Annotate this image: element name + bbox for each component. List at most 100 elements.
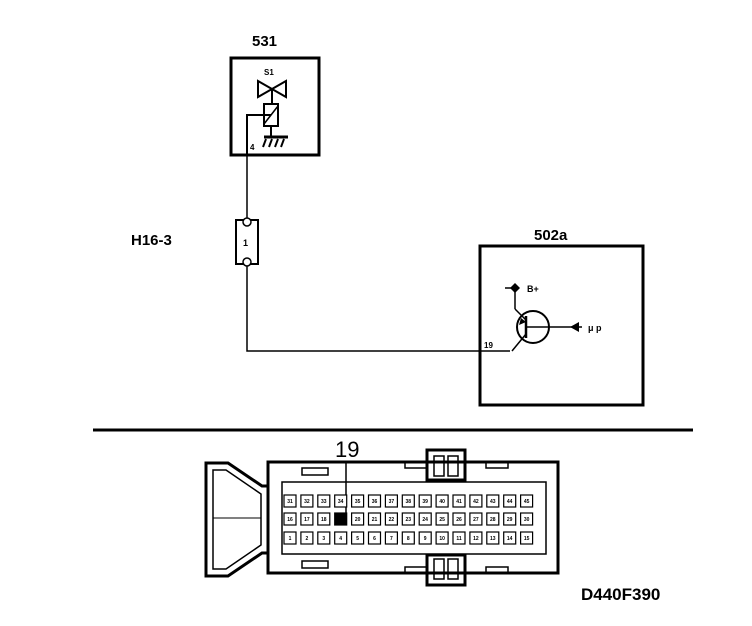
pin-label: 3	[322, 536, 325, 542]
pin-cavity-27: 27	[469, 512, 483, 526]
pin-cavity-8: 8	[401, 531, 415, 545]
pin-label: 27	[473, 517, 479, 523]
pin-label: 40	[439, 499, 445, 505]
input-mu-p-label: μ p	[588, 323, 602, 333]
pin-cavity-25: 25	[435, 512, 449, 526]
pin-cavity-24: 24	[418, 512, 432, 526]
pin-label: 18	[321, 517, 327, 523]
pin-label: 39	[422, 499, 428, 505]
pin-cavity-26: 26	[452, 512, 466, 526]
pin-cavity-10: 10	[435, 531, 449, 545]
pin-cavity-20: 20	[351, 512, 365, 526]
pin-cavity-18: 18	[317, 512, 331, 526]
connector-h16-3-pin-label: 1	[243, 238, 248, 248]
pin-label: 5	[356, 536, 359, 542]
component-502a-label: 502a	[534, 227, 568, 244]
switch-s1-label: S1	[264, 68, 274, 77]
pin-label: 31	[287, 499, 293, 505]
pin-label: 24	[422, 517, 428, 523]
component-531: 531 S1 4	[229, 33, 321, 157]
pin-label: 23	[406, 517, 412, 523]
internal-wire	[246, 114, 271, 156]
housing-key	[301, 467, 329, 476]
valve-icon	[257, 79, 287, 104]
pin-label: 17	[304, 517, 310, 523]
pin-label: 20	[355, 517, 361, 523]
pin-label: 1	[289, 536, 292, 542]
pin-label: 26	[456, 517, 462, 523]
pin-cavity-35: 35	[351, 494, 365, 508]
figure-code: D440F390	[581, 585, 660, 604]
pin-cavity-11: 11	[452, 531, 466, 545]
component-502a-pin-label: 19	[484, 341, 493, 350]
pin-cavity-17: 17	[300, 512, 314, 526]
pin-label: 29	[507, 517, 513, 523]
pin-cavity-1: 1	[283, 531, 297, 545]
pin-cavity-22: 22	[384, 512, 398, 526]
pin-label: 44	[507, 499, 513, 505]
wire-h16-to-502a	[246, 266, 510, 352]
pin-cavity-2: 2	[300, 531, 314, 545]
pin-cavity-42: 42	[469, 494, 483, 508]
connector-clip-top	[425, 448, 467, 482]
connector-clip-bottom	[425, 553, 467, 587]
pin-cavity-29: 29	[503, 512, 517, 526]
pin-cavity-14: 14	[503, 531, 517, 545]
pin-cavity-32: 32	[300, 494, 314, 508]
pin-label: 33	[321, 499, 327, 505]
pin-label: 35	[355, 499, 361, 505]
pin-label: 4	[339, 536, 342, 542]
pin-label: 22	[389, 517, 395, 523]
pin-cavity-37: 37	[384, 494, 398, 508]
pin-label: 38	[406, 499, 412, 505]
pin-label: 34	[338, 499, 344, 505]
pin-cavity-39: 39	[418, 494, 432, 508]
pin-label: 14	[507, 536, 513, 542]
pin-cavity-38: 38	[401, 494, 415, 508]
pin-label: 11	[456, 536, 462, 542]
pin-label: 8	[407, 536, 410, 542]
housing-key	[485, 461, 509, 469]
pin-cavity-23: 23	[401, 512, 415, 526]
pin-label: 45	[524, 499, 530, 505]
pin-label: 16	[287, 517, 293, 523]
pin-label: 9	[424, 536, 427, 542]
pin-cavity-44: 44	[503, 494, 517, 508]
pin-cavity-12: 12	[469, 531, 483, 545]
pin-label: 42	[473, 499, 479, 505]
pin-label: 10	[439, 536, 445, 542]
pin-label: 30	[524, 517, 530, 523]
pin-label: 21	[372, 517, 378, 523]
connector-latch-inner	[212, 469, 262, 570]
pin-label: 6	[373, 536, 376, 542]
highlight-pin-callout: 19	[335, 437, 359, 462]
connector-h16-3: H16-3 1	[131, 217, 259, 267]
pin-label: 37	[389, 499, 395, 505]
pin-cavity-19	[334, 512, 348, 526]
component-502a: 502a B+ μ p 19	[478, 227, 645, 407]
pin-cavity-40: 40	[435, 494, 449, 508]
pin-cavity-34: 34	[334, 494, 348, 508]
connector-h16-3-label: H16-3	[131, 232, 172, 249]
pin-label: 32	[304, 499, 310, 505]
supply-b-plus-label: B+	[527, 284, 539, 294]
pin-cavity-6: 6	[367, 531, 382, 545]
pin-cavity-15: 15	[519, 531, 534, 545]
component-502a-box	[478, 244, 645, 407]
pin-cavity-28: 28	[486, 512, 500, 526]
pin-cavity-4: 4	[334, 531, 348, 545]
pin-cavity-31: 31	[283, 494, 297, 508]
connector-terminal	[242, 217, 252, 227]
pin-cavity-13: 13	[486, 531, 500, 545]
pin-cavity-33: 33	[317, 494, 331, 508]
pin-label: 25	[439, 517, 445, 523]
pin-label: 7	[390, 536, 393, 542]
pin-label: 28	[490, 517, 496, 523]
component-531-box	[229, 56, 321, 157]
component-531-pin-label: 4	[250, 143, 255, 152]
connector-terminal	[242, 257, 252, 267]
pin-label: 43	[490, 499, 496, 505]
